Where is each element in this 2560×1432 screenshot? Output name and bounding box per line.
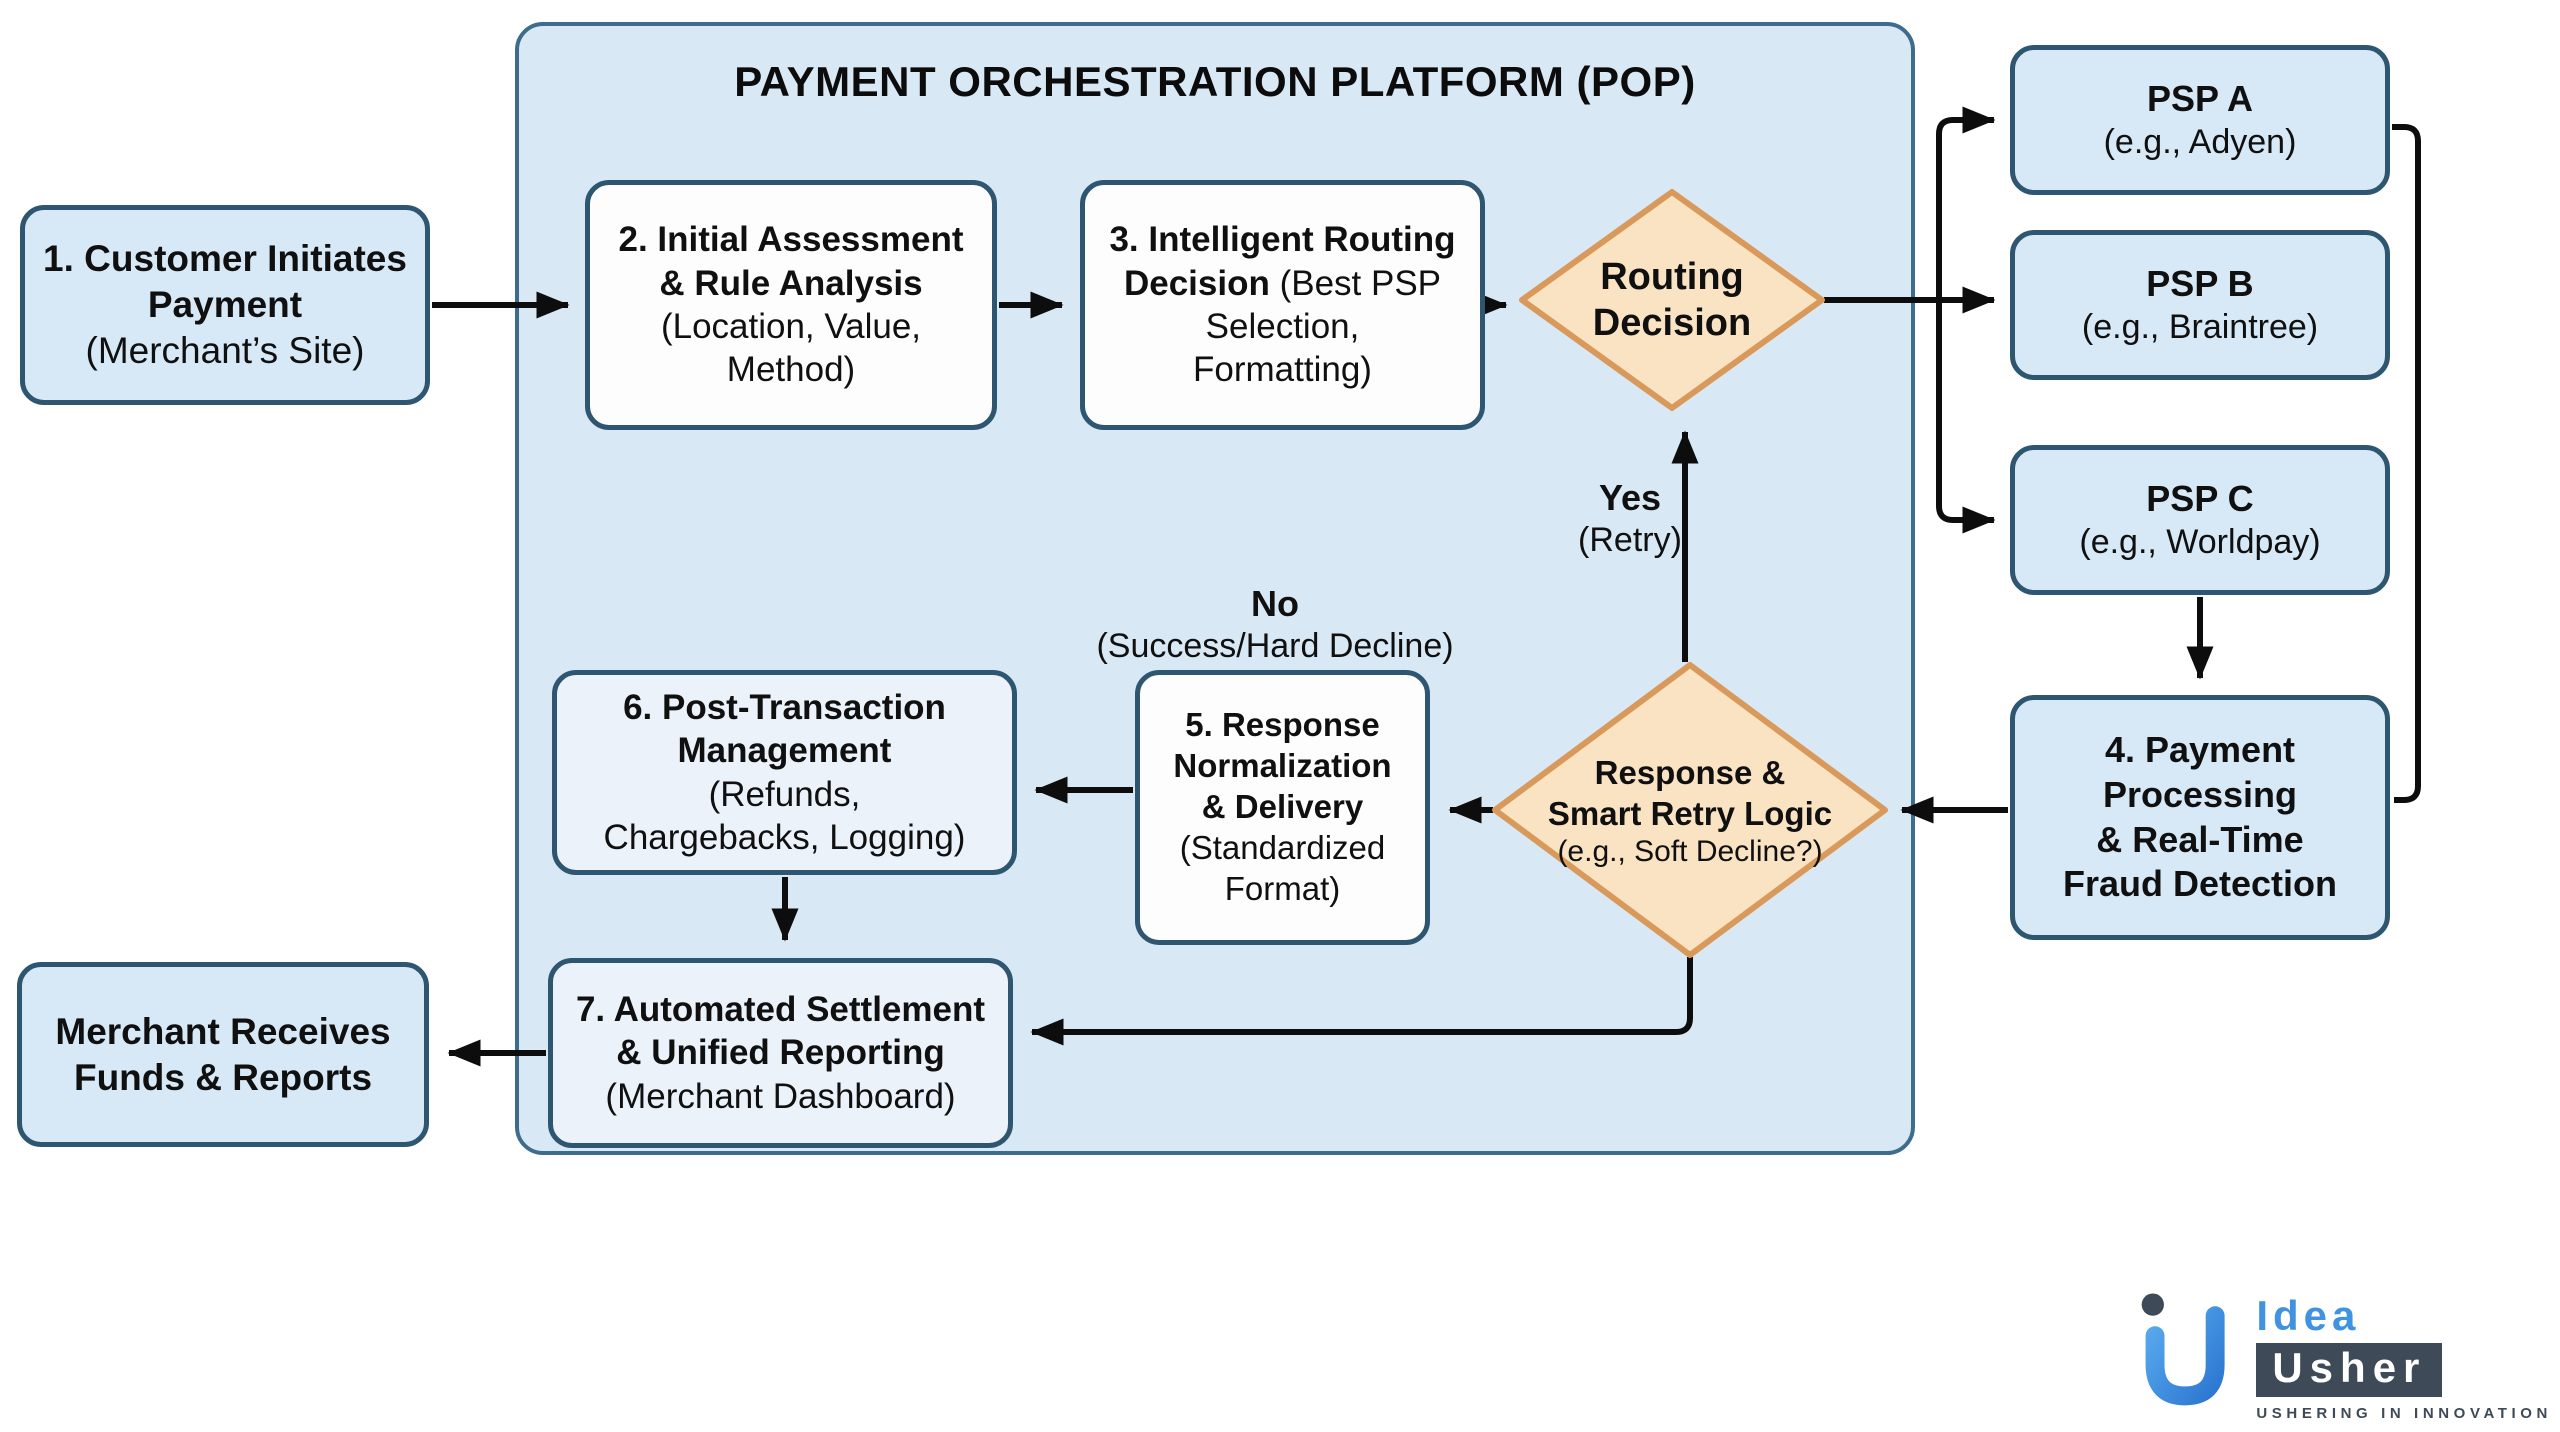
idea-usher-logo: Idea Usher USHERING IN INNOVATION [2138,1289,2552,1422]
node-automated-settlement-reporting: 7. Automated Settlement & Unified Report… [548,958,1013,1148]
node-initial-assessment: 2. Initial Assessment & Rule Analysis (L… [585,180,997,430]
routing-decision-diamond [1519,189,1825,411]
node-psp-b: PSP B (e.g., Braintree) [2010,230,2390,380]
edge-label-no-success-hard-decline: No (Success/Hard Decline) [1096,583,1454,665]
arrow-retry-diamond-to-settlement [1030,957,1693,1046]
logo-idea-text: Idea [2256,1292,2361,1339]
node-psp-c: PSP C (e.g., Worldpay) [2010,445,2390,595]
connector-psp-a-loop-to-processing [2392,124,2421,803]
logo-tagline-text: USHERING IN INNOVATION [2256,1405,2552,1422]
idea-usher-logo-mark-icon [2142,1293,2225,1406]
arrow-routing-to-psp-a [1936,106,1996,300]
node-response-normalization: 5. Response Normalization & Delivery (St… [1135,670,1430,945]
node-merchant-receives-funds: Merchant Receives Funds & Reports [17,962,429,1147]
routing-box-bold-part: Decision [1123,263,1270,303]
logo-usher-text: Usher [2256,1343,2443,1397]
edge-label-yes-retry: Yes (Retry) [1578,477,1682,559]
smart-retry-diamond [1492,662,1888,958]
arrow-routing-to-psp-c [1936,300,1996,534]
diagram-title: PAYMENT ORCHESTRATION PLATFORM (POP) [734,58,1696,105]
node-psp-a: PSP A (e.g., Adyen) [2010,45,2390,195]
routing-box-sub-part: (Best PSP [1269,263,1442,303]
node-customer-initiates-payment: 1. Customer Initiates Payment (Merchant’… [20,205,430,405]
node-intelligent-routing-decision: 3. Intelligent Routing Decision (Best PS… [1080,180,1485,430]
routing-decision-diamond-label: Routing Decision [1592,255,1752,344]
node-post-transaction-management: 6. Post-Transaction Management (Refunds,… [552,670,1017,875]
smart-retry-diamond-label: Response & Smart Retry Logic (e.g., Soft… [1547,754,1833,868]
node-payment-processing-fraud-detection: 4. Payment Processing & Real-Time Fraud … [2010,695,2390,940]
